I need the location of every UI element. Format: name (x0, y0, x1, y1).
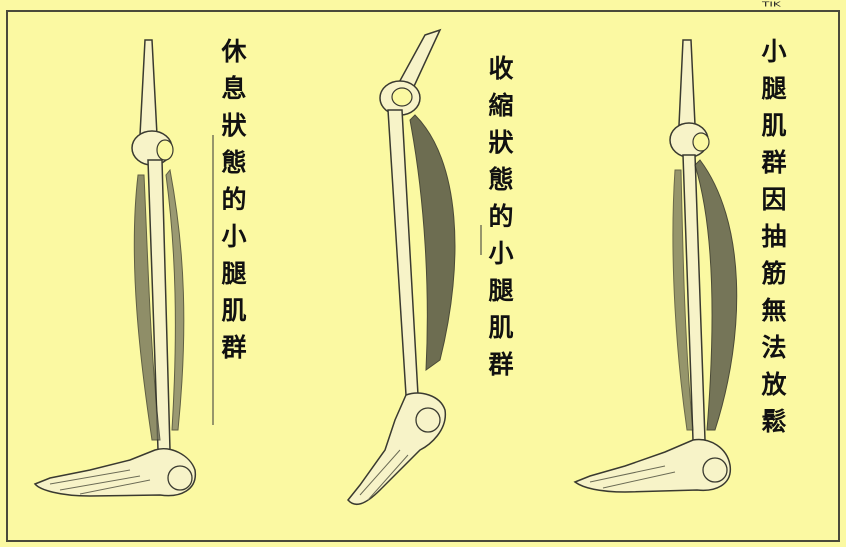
leg-contracted-drawing (330, 0, 510, 547)
top-fragment-mark: TIK (762, 0, 781, 8)
leg-cramp-figure (565, 0, 765, 547)
relaxed-calf-label: 休息狀態的小腿肌群 (220, 38, 245, 371)
leg-relaxed-drawing (20, 0, 220, 547)
contracted-guide-line (480, 225, 482, 255)
leg-contracted-figure (330, 0, 510, 547)
cramp-label: 小腿肌群因抽筋無法放鬆 (760, 38, 785, 445)
contracted-calf-label: 收縮狀態的小腿肌群 (487, 55, 512, 388)
leg-relaxed-figure (20, 0, 220, 547)
relaxed-guide-line (212, 135, 214, 425)
leg-cramp-drawing (565, 0, 765, 547)
